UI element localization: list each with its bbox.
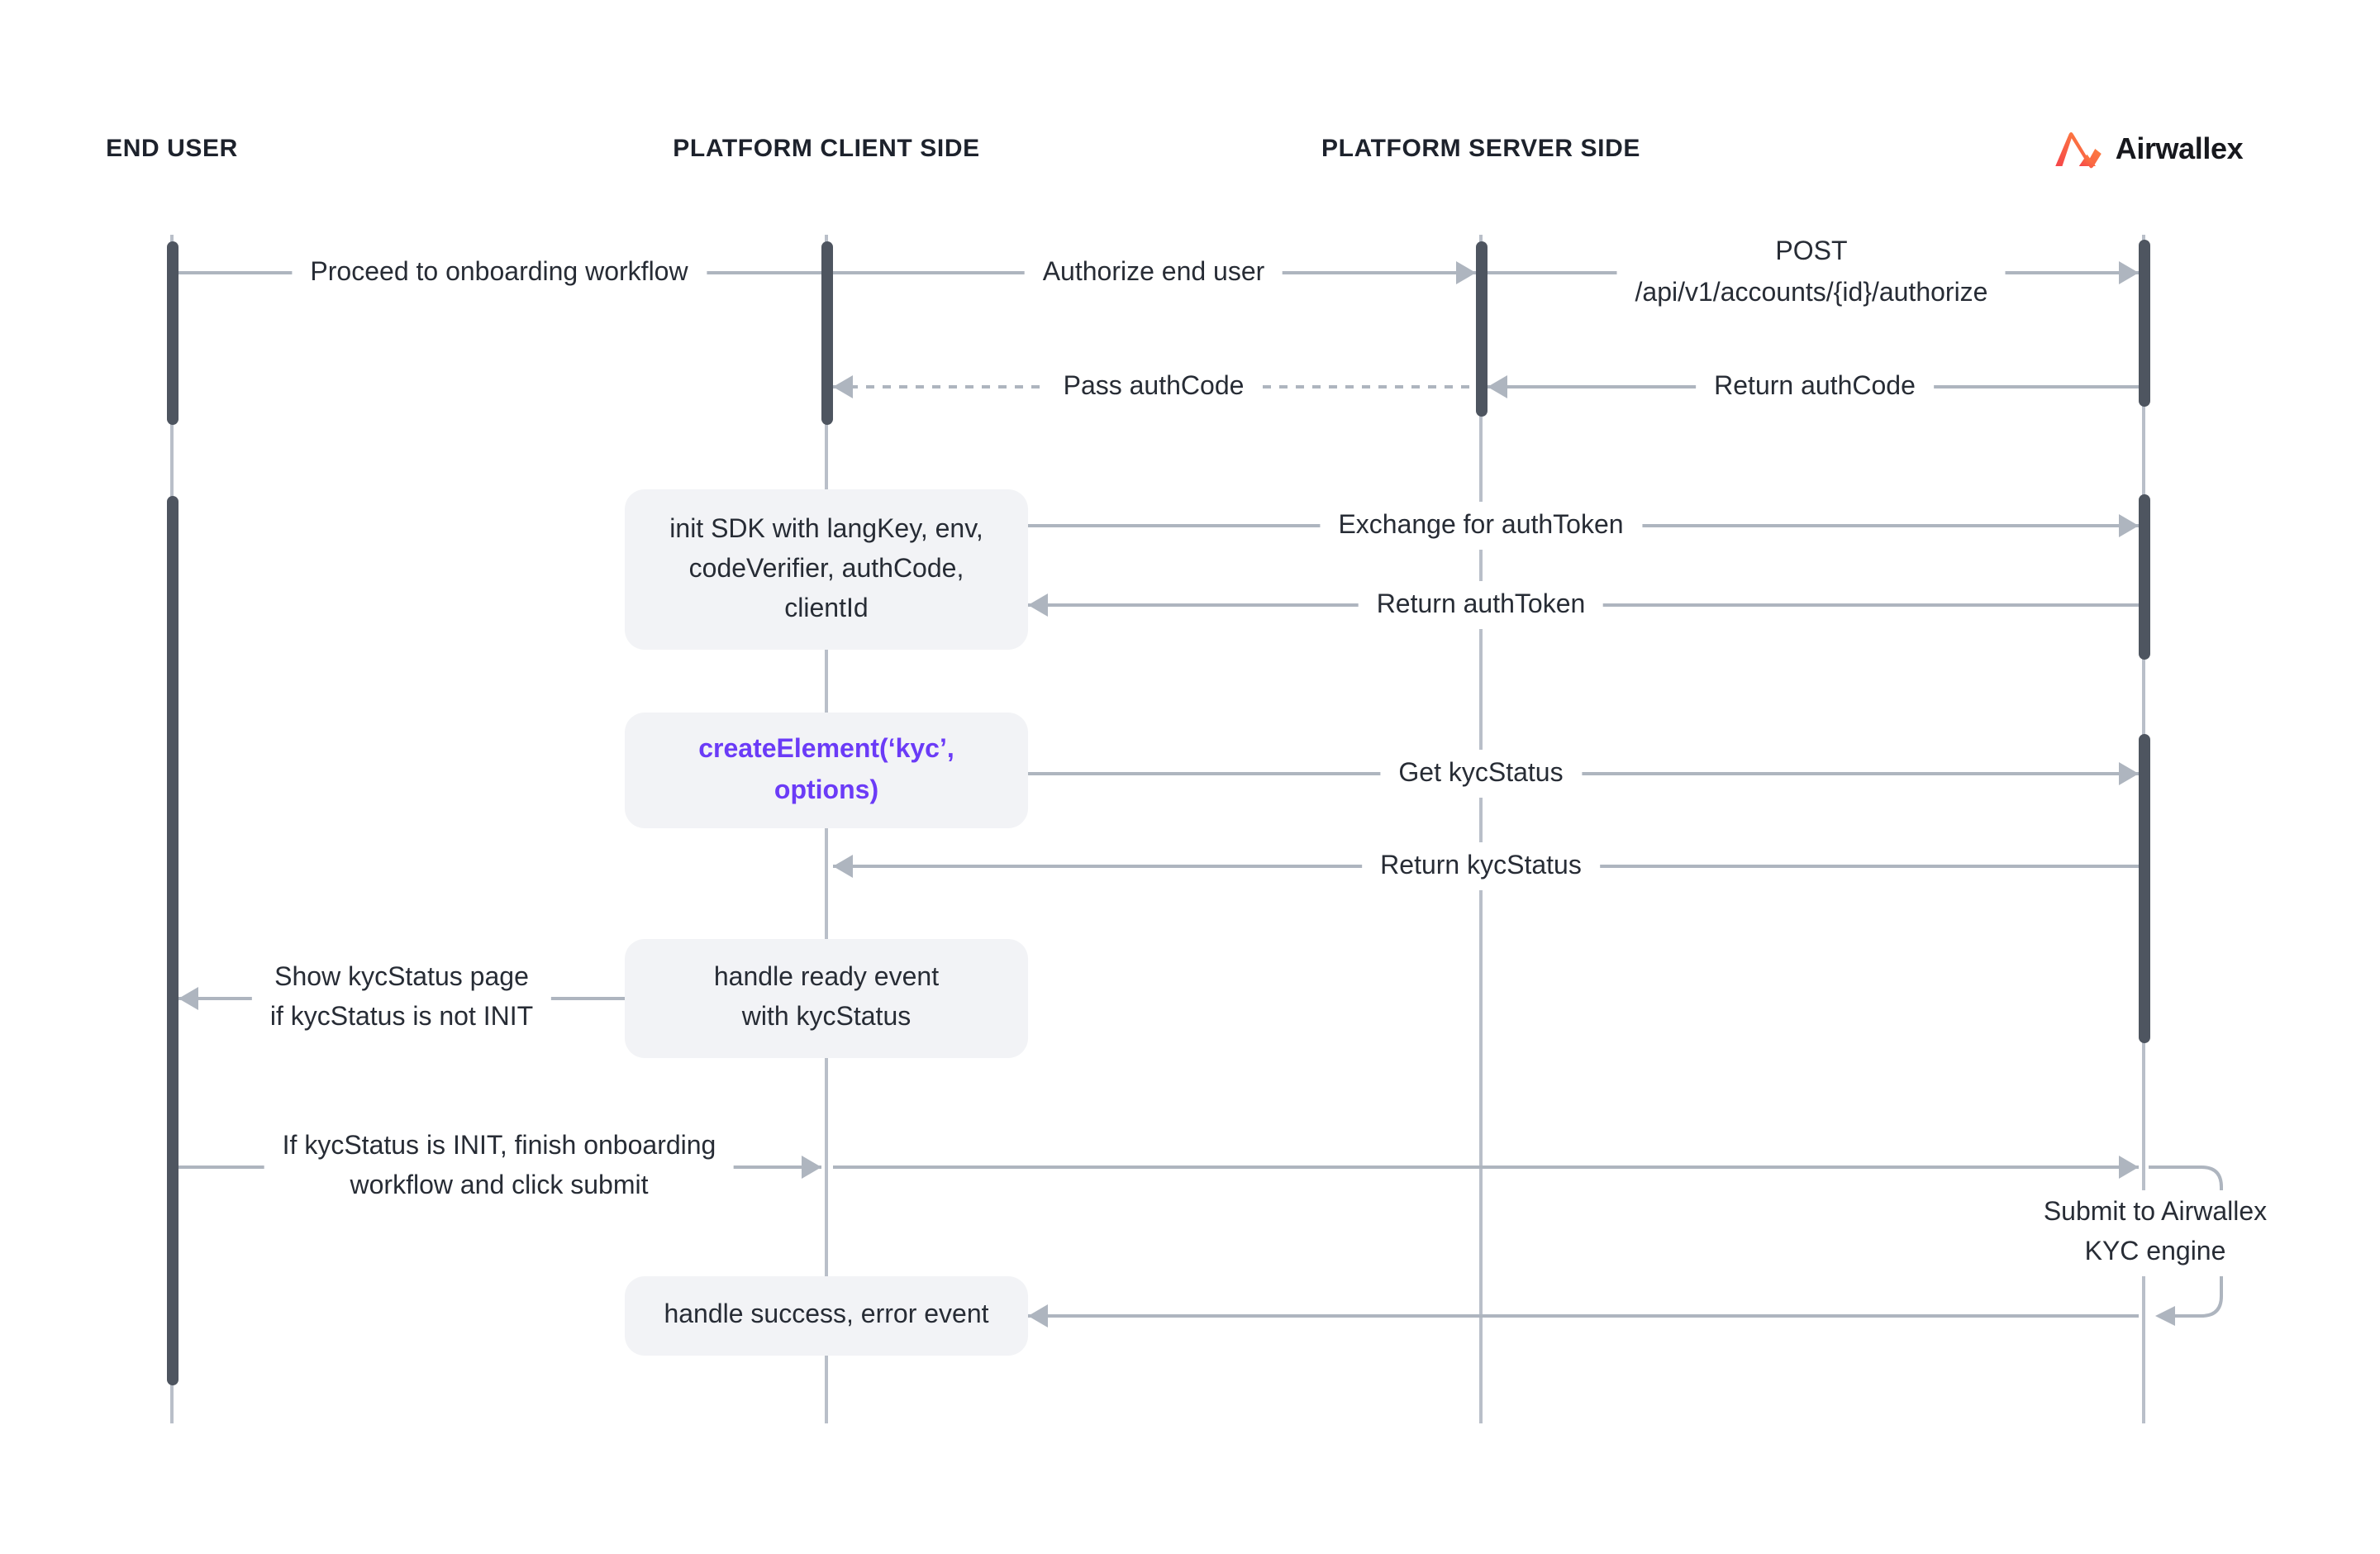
create-element-line2: options) bbox=[774, 777, 879, 805]
arrowhead-init-submit-airwallex-icon bbox=[2118, 1156, 2138, 1179]
message-return-authtoken: Return authToken bbox=[1358, 581, 1604, 629]
message-init-submit: If kycStatus is INIT, finish onboarding … bbox=[264, 1124, 735, 1210]
message-pass-authcode: Pass authCode bbox=[1045, 363, 1263, 411]
airwallex-logo: Airwallex bbox=[2054, 127, 2244, 170]
airwallex-logo-text: Airwallex bbox=[2115, 131, 2244, 164]
create-element-line1: createElement(‘kyc’, bbox=[698, 736, 954, 764]
message-submit-kyc-engine: Submit to Airwallex KYC engine bbox=[2025, 1190, 2286, 1276]
submit-kyc-line1: Submit to Airwallex bbox=[2043, 1199, 2268, 1227]
post-path: /api/v1/accounts/{id}/authorize bbox=[1635, 279, 1988, 307]
arrowhead-return-authcode-icon bbox=[1487, 375, 1507, 398]
note-init-sdk: init SDK with langKey, env, codeVerifier… bbox=[625, 489, 1028, 650]
activation-end-user-2 bbox=[166, 496, 178, 1385]
message-post-authorize: POST /api/v1/accounts/{id}/authorize bbox=[1616, 228, 2006, 317]
arrow-line-get-kycstatus bbox=[1028, 772, 2138, 775]
show-kycstatus-line2: if kycStatus is not INIT bbox=[269, 1003, 534, 1032]
arrowhead-pass-authcode-icon bbox=[832, 375, 852, 398]
init-sdk-line1: init SDK with langKey, env, bbox=[669, 515, 983, 543]
actor-header-platform-server: PLATFORM SERVER SIDE bbox=[1321, 135, 1640, 163]
activation-end-user-1 bbox=[166, 241, 178, 425]
init-submit-line1: If kycStatus is INIT, finish onboarding bbox=[282, 1132, 716, 1161]
message-show-kycstatus: Show kycStatus page if kycStatus is not … bbox=[251, 956, 552, 1042]
init-sdk-line2: codeVerifier, authCode, bbox=[688, 555, 964, 583]
message-get-kycstatus: Get kycStatus bbox=[1380, 750, 1582, 798]
note-handle-ready: handle ready event with kycStatus bbox=[625, 939, 1028, 1058]
handle-ready-line1: handle ready event bbox=[713, 964, 940, 992]
note-create-element: createElement(‘kyc’, options) bbox=[625, 713, 1028, 828]
message-proceed-onboarding: Proceed to onboarding workflow bbox=[292, 249, 707, 297]
message-authorize-end-user: Authorize end user bbox=[1024, 249, 1283, 297]
activation-platform-server-1 bbox=[1475, 241, 1487, 417]
activation-platform-client-1 bbox=[821, 241, 832, 425]
arrowhead-handle-success-icon bbox=[1028, 1304, 1048, 1328]
lifeline-platform-client bbox=[825, 235, 828, 1423]
activation-airwallex-3 bbox=[2138, 734, 2149, 1043]
show-kycstatus-line1: Show kycStatus page bbox=[274, 964, 529, 992]
arrowhead-init-submit-client-icon bbox=[801, 1156, 821, 1179]
arrowhead-post-icon bbox=[2118, 261, 2138, 284]
post-method: POST bbox=[1775, 238, 1848, 266]
note-handle-success: handle success, error event bbox=[625, 1276, 1028, 1356]
arrowhead-loop-icon bbox=[2155, 1306, 2175, 1326]
init-submit-line2: workflow and click submit bbox=[350, 1172, 649, 1200]
submit-kyc-line2: KYC engine bbox=[2084, 1238, 2226, 1266]
init-sdk-line3: clientId bbox=[784, 594, 869, 622]
lifeline-platform-server bbox=[1479, 235, 1483, 1423]
arrowhead-show-kycstatus-icon bbox=[178, 987, 198, 1010]
arrow-line-handle-success bbox=[1028, 1314, 2138, 1318]
arrowhead-get-kycstatus-icon bbox=[2118, 762, 2138, 785]
arrowhead-exchange-authtoken-icon bbox=[2118, 514, 2138, 537]
activation-airwallex-2 bbox=[2138, 494, 2149, 660]
arrow-line-init-submit-right bbox=[832, 1166, 2138, 1169]
message-return-authcode: Return authCode bbox=[1696, 363, 1934, 411]
message-return-kycstatus: Return kycStatus bbox=[1362, 842, 1600, 890]
actor-header-platform-client: PLATFORM CLIENT SIDE bbox=[673, 135, 980, 163]
handle-ready-line2: with kycStatus bbox=[741, 1003, 912, 1032]
handle-success-line1: handle success, error event bbox=[664, 1301, 989, 1329]
actor-header-end-user: END USER bbox=[106, 135, 238, 163]
activation-airwallex-1 bbox=[2138, 240, 2149, 407]
message-exchange-authtoken: Exchange for authToken bbox=[1320, 502, 1642, 550]
arrowhead-authorize-icon bbox=[1455, 261, 1475, 284]
airwallex-logo-icon bbox=[2054, 127, 2104, 170]
arrowhead-return-authtoken-icon bbox=[1028, 593, 1048, 617]
arrowhead-return-kycstatus-icon bbox=[832, 855, 852, 878]
